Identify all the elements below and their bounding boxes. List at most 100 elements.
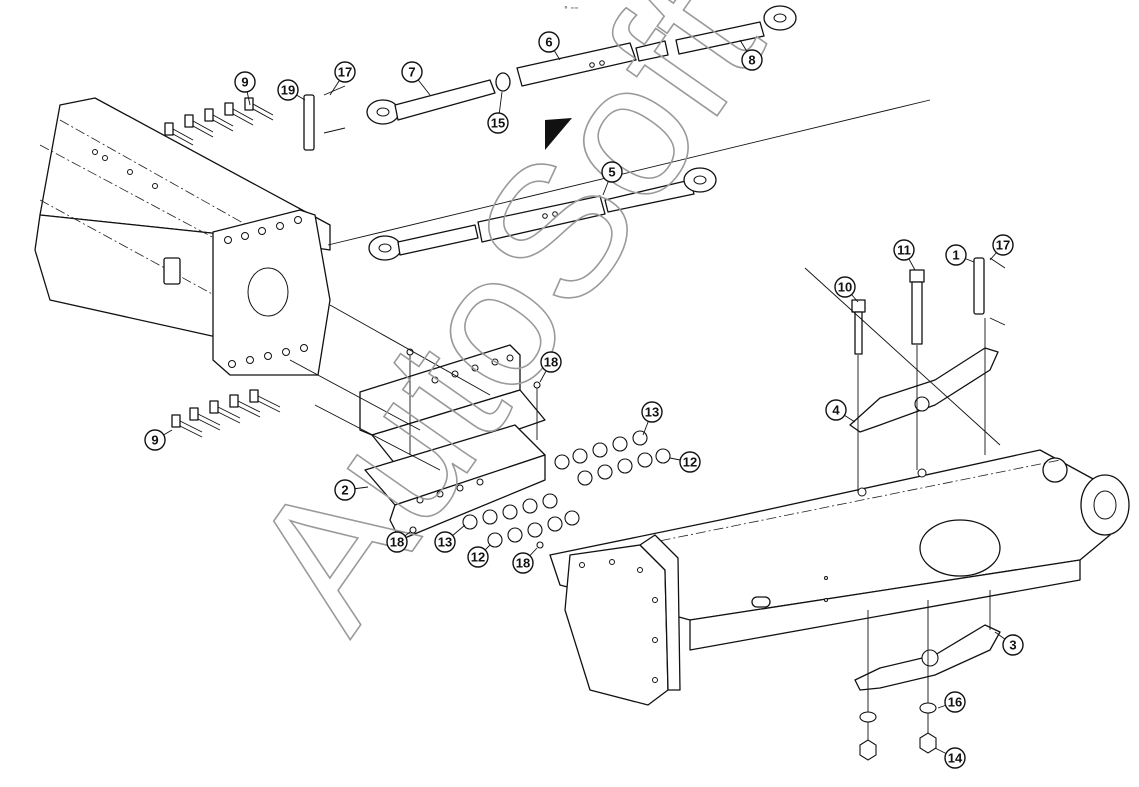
pin-1 (973, 257, 1006, 326)
callout-c4: 4 (825, 399, 856, 423)
pin-19 (303, 85, 346, 151)
callout-c9b: 9 (144, 429, 173, 451)
callout-number: 13 (438, 535, 452, 550)
bracket-3 (854, 624, 1001, 691)
callout-circle (945, 244, 967, 266)
callout-number: 11 (897, 243, 911, 258)
callout-number: 1 (952, 248, 959, 263)
callout-circle (992, 234, 1014, 256)
callout-circle (467, 546, 489, 568)
callout-circle (834, 276, 856, 298)
nut-set-lower (462, 493, 580, 548)
callout-circle (434, 531, 456, 553)
callout-number: 17 (338, 65, 352, 80)
callout-circle (741, 49, 763, 71)
callout-circle (641, 401, 663, 423)
callout-c11: 11 (893, 239, 916, 271)
callout-circle (144, 429, 166, 451)
callout-number: 13 (645, 405, 659, 420)
top-link-assembly (366, 5, 797, 125)
callout-number: 4 (832, 403, 840, 418)
assembly-center-lines (289, 99, 1001, 745)
callout-circle (386, 531, 408, 553)
callout-circle (334, 61, 356, 83)
callout-number: 14 (948, 751, 963, 766)
callout-number: 16 (948, 695, 962, 710)
callout-c1: 1 (945, 244, 975, 266)
bolt-set-9-upper (164, 97, 274, 146)
callout-c13b: 13 (434, 524, 466, 553)
callout-number: 8 (748, 53, 755, 68)
bolt-10 (851, 299, 866, 355)
bracket-2 (359, 344, 546, 541)
callout-c17b: 17 (989, 234, 1014, 261)
direction-arrow-icon (545, 118, 572, 150)
callout-c16: 16 (937, 691, 966, 713)
callout-number: 7 (408, 65, 415, 80)
callout-number: 12 (471, 550, 485, 565)
callout-circle (679, 451, 701, 473)
callout-c2: 2 (334, 479, 369, 501)
callout-c5: 5 (601, 161, 623, 196)
lift-arm-end-plate (564, 534, 681, 706)
callout-c15: 15 (487, 91, 509, 134)
lower-link-assembly (368, 167, 717, 261)
header-code: ⚬ ▫▫▫ (563, 5, 578, 12)
callout-number: 6 (545, 35, 552, 50)
frame-latch-icon (163, 257, 181, 285)
callout-c18b: 18 (386, 531, 411, 553)
callout-number: 19 (281, 83, 295, 98)
callout-number: 5 (608, 165, 615, 180)
callout-c19: 19 (277, 79, 306, 101)
callout-number: 18 (516, 556, 530, 571)
nut-set-upper (554, 430, 671, 486)
pin-set-18 (406, 348, 544, 549)
callout-number: 9 (151, 433, 158, 448)
callout-circle (234, 71, 256, 93)
callout-circle (825, 399, 847, 421)
callout-c13a: 13 (641, 401, 663, 436)
callout-circle (1002, 634, 1024, 656)
callout-number: 12 (683, 455, 697, 470)
callout-number: 18 (390, 535, 404, 550)
left-frame-beam (34, 97, 331, 341)
lift-arm (549, 449, 1130, 651)
callout-c12a: 12 (669, 451, 701, 473)
callout-c3: 3 (994, 631, 1024, 656)
callout-c10: 10 (834, 276, 859, 303)
nut-washer-set-14-16 (859, 702, 937, 761)
callout-c18c: 18 (512, 547, 538, 574)
callout-circle (538, 31, 560, 53)
callout-circle (893, 239, 915, 261)
callout-number: 18 (544, 355, 558, 370)
callout-c8: 8 (739, 39, 763, 71)
callout-circle (277, 79, 299, 101)
callout-c9a: 9 (234, 71, 256, 106)
callout-circle (944, 691, 966, 713)
callout-c14: 14 (934, 747, 966, 769)
callout-number: 10 (838, 280, 852, 295)
callout-circle (487, 112, 509, 134)
bracket-4 (849, 347, 999, 433)
callout-number: 15 (491, 116, 505, 131)
frame-mounting-plate (212, 209, 331, 376)
callout-circle (512, 552, 534, 574)
callout-c12b: 12 (467, 544, 491, 568)
callout-circle (401, 61, 423, 83)
callout-circle (540, 351, 562, 373)
callout-number: 9 (241, 75, 248, 90)
callout-circle (944, 747, 966, 769)
bolt-11 (909, 269, 925, 345)
callout-number: 17 (996, 238, 1010, 253)
callout-number: 3 (1009, 638, 1016, 653)
callout-circle (601, 161, 623, 183)
callout-circle (334, 479, 356, 501)
callout-c18a: 18 (539, 351, 562, 383)
callout-c7: 7 (401, 61, 431, 96)
callout-number: 2 (341, 483, 348, 498)
bolt-set-9-lower (171, 389, 281, 438)
callout-c17a: 17 (329, 61, 356, 96)
